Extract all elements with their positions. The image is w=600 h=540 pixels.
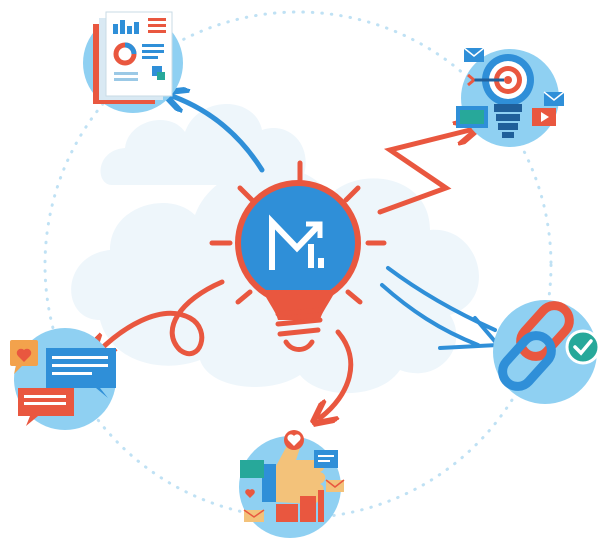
dotted-orbit-ring [43, 10, 553, 520]
bulb-base [275, 307, 323, 352]
arrow-to-targeting [377, 130, 470, 215]
light-rays [209, 160, 387, 305]
arrow-to-reports [172, 96, 265, 173]
node-links [493, 300, 600, 404]
target-lightbulb-icon [456, 47, 565, 138]
node-targeting [456, 47, 565, 147]
thumbs-up-social-icon [240, 430, 345, 522]
node-reports [83, 11, 183, 113]
report-documents-icon [93, 11, 173, 104]
central-lightbulb [209, 160, 387, 352]
arrow-to-engagement [320, 329, 354, 418]
chain-link-check-icon [498, 301, 600, 391]
m-logo [269, 214, 324, 270]
arrow-to-messaging [98, 279, 225, 354]
node-engagement [239, 430, 345, 538]
chat-bubbles-icon [10, 340, 116, 426]
node-messaging [10, 328, 116, 430]
